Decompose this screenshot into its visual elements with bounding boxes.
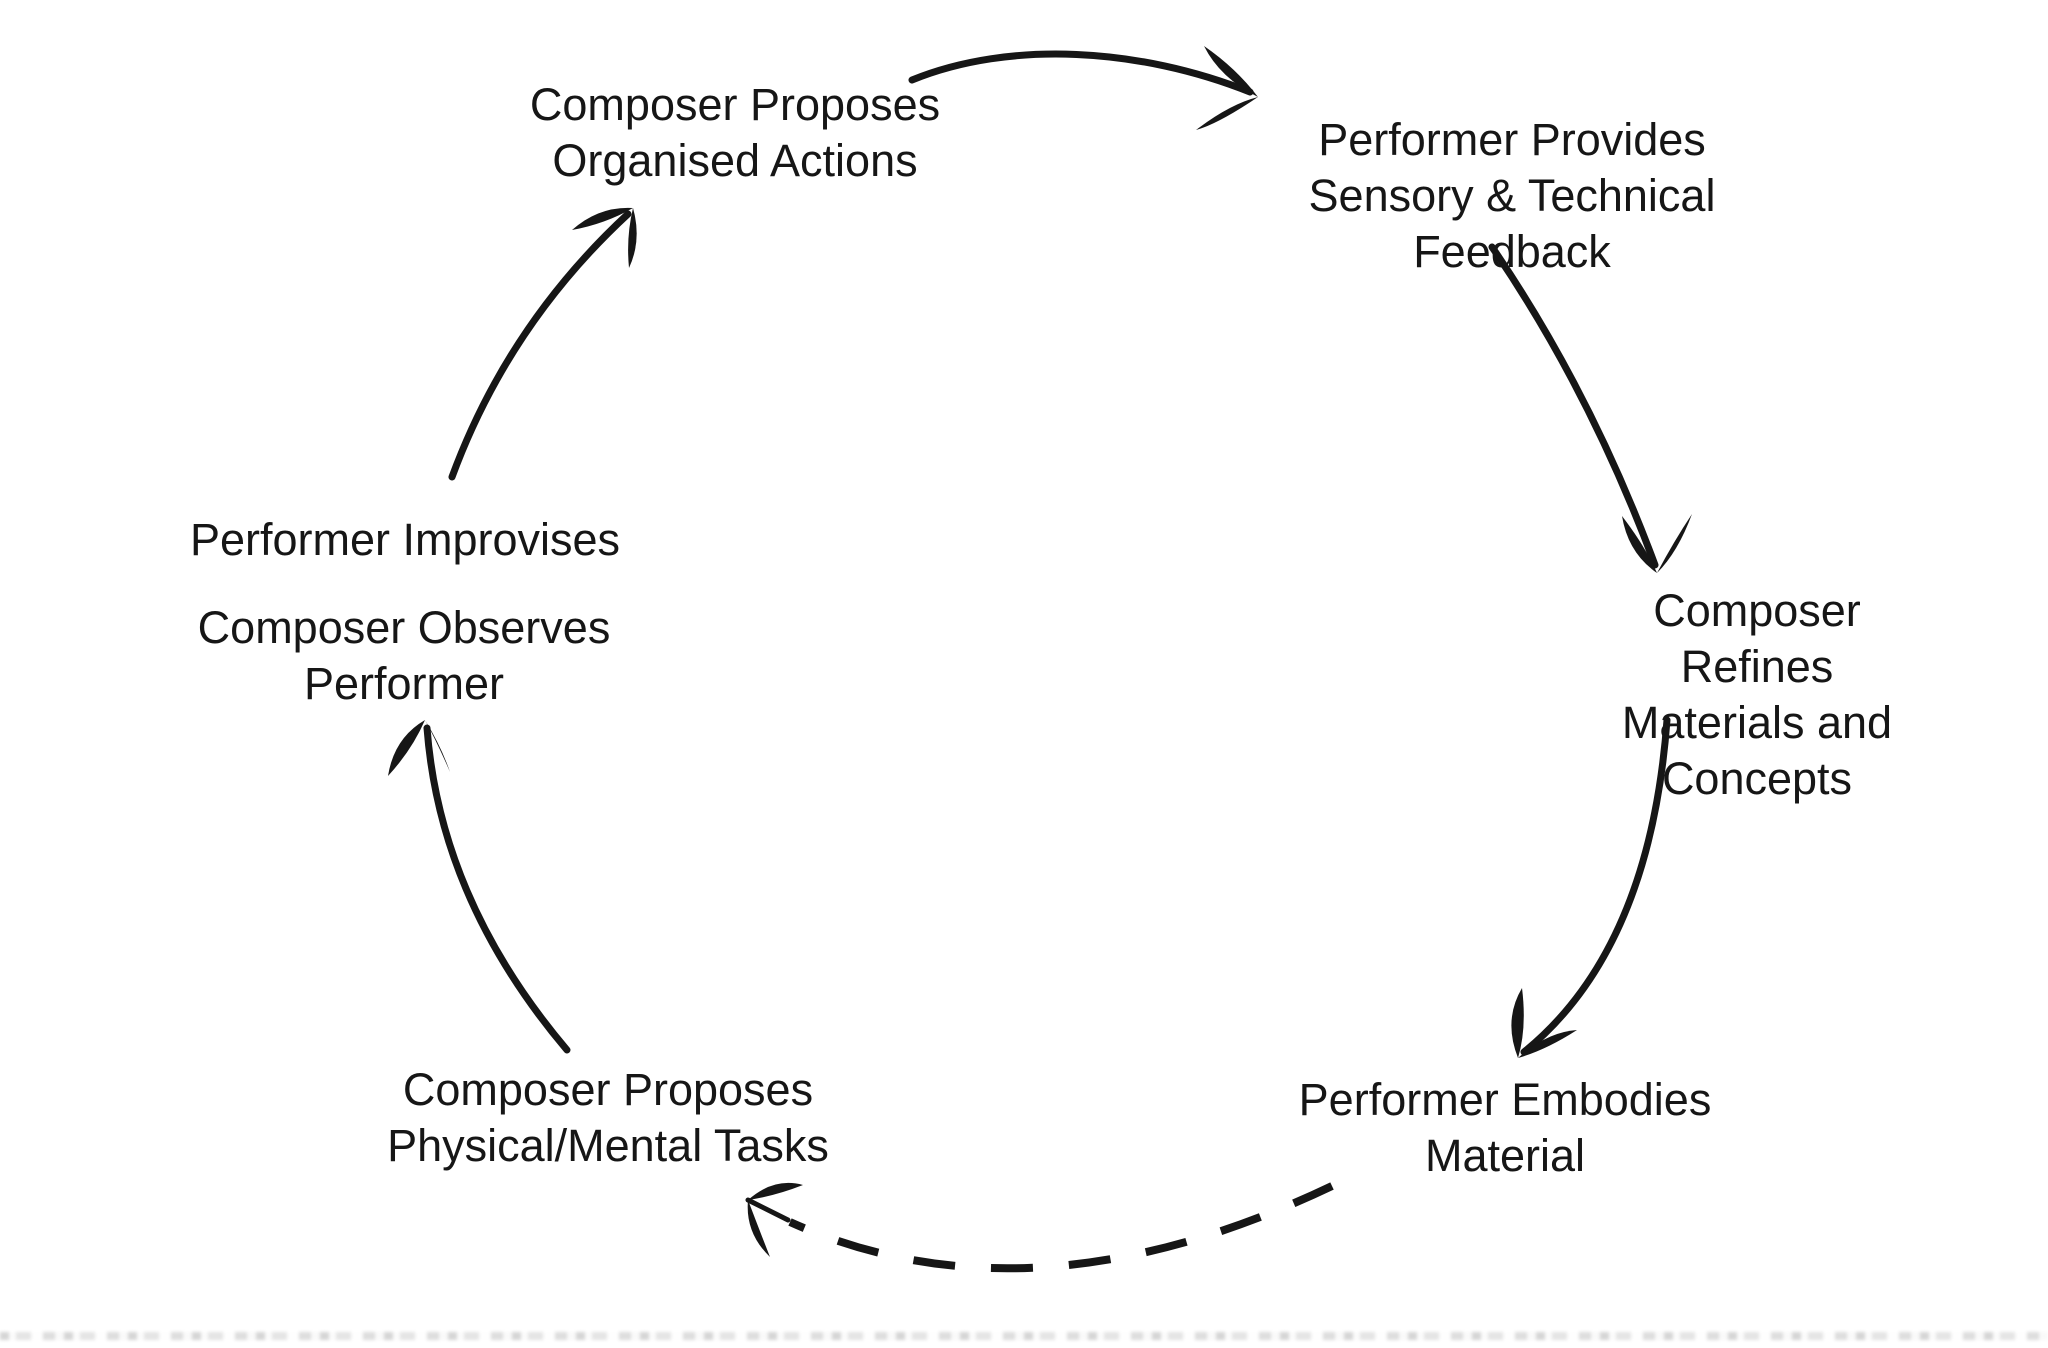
arrow-shaft xyxy=(908,50,1254,96)
arrowhead-petal xyxy=(747,1200,770,1257)
arrowhead-petal xyxy=(1511,988,1524,1058)
arrowhead-petal xyxy=(1657,514,1692,573)
arrow-organised-actions-to-feedback xyxy=(908,46,1258,130)
arrow-shaft xyxy=(1520,716,1671,1056)
arrow-shaft xyxy=(448,210,632,481)
arrowhead-petal xyxy=(1622,516,1657,573)
arrow-improvises-to-organised xyxy=(448,207,637,481)
node-performer-provides-feedback: Performer Provides Sensory & Technical F… xyxy=(1308,114,1716,277)
arrow-feedback-to-refines xyxy=(1488,243,1692,573)
arrow-refines-to-embodies xyxy=(1511,716,1671,1058)
arrow-shaft xyxy=(1488,243,1659,569)
arrowhead-petal xyxy=(388,720,425,776)
node-performer-embodies: Performer Embodies Material xyxy=(1298,1074,1712,1181)
page-edge-artifact xyxy=(0,1332,2048,1340)
node-composer-observes-performer: Composer Observes Performer xyxy=(197,602,611,709)
arrowhead-stub xyxy=(745,1197,791,1223)
arrowhead-petal xyxy=(572,207,633,230)
arrowhead-petal xyxy=(1196,97,1258,130)
arrowhead-petal xyxy=(748,1182,803,1200)
arrow-tasks-to-observes xyxy=(388,720,571,1054)
arrow-shaft xyxy=(423,724,571,1054)
arrow-shaft-dashed xyxy=(788,1182,1334,1273)
arrow-embodies-to-tasks-dashed xyxy=(745,1182,1334,1273)
arrowhead-petal xyxy=(1518,1030,1577,1058)
node-composer-refines: Composer Refines Materials and Concepts xyxy=(1621,585,1893,804)
node-composer-proposes-organised-actions: Composer Proposes Organised Actions xyxy=(529,79,941,186)
arrowhead-petal xyxy=(1204,46,1258,97)
node-performer-improvises: Performer Improvises xyxy=(189,514,621,565)
arrowhead-petal xyxy=(628,208,637,268)
node-composer-proposes-tasks: Composer Proposes Physical/Mental Tasks xyxy=(387,1064,829,1171)
